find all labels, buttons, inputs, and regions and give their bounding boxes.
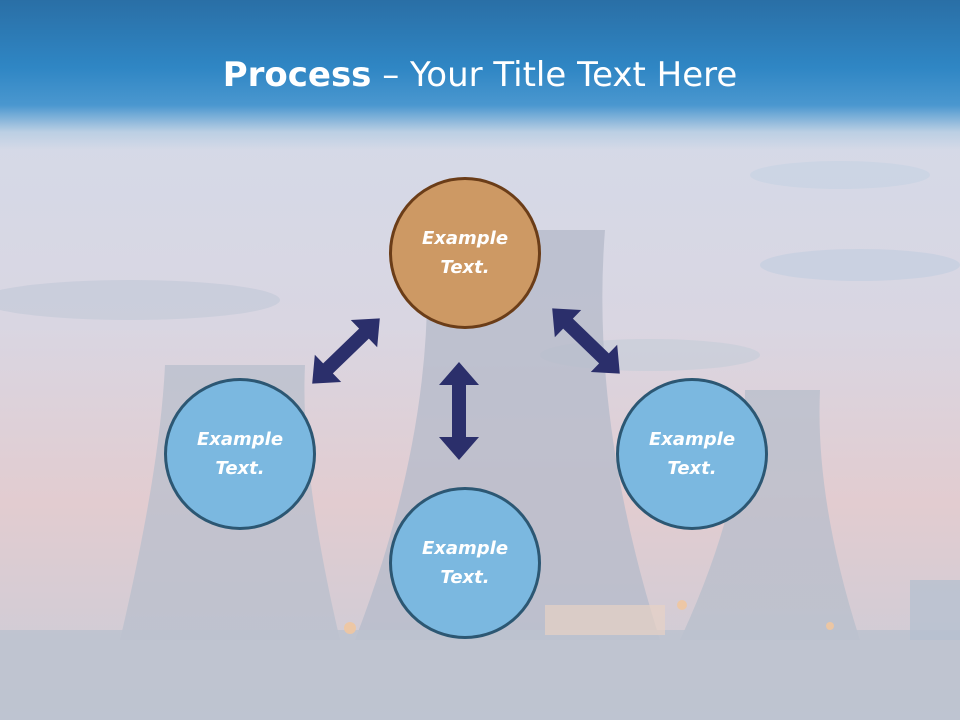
node-left[interactable]: Example Text.: [164, 378, 316, 530]
node-bottom-line2: Text.: [440, 567, 490, 588]
node-left-line1: Example: [196, 429, 284, 450]
title-rest: – Your Title Text Here: [371, 55, 738, 95]
arrow-left-diagonal[interactable]: [299, 305, 393, 398]
node-right[interactable]: Example Text.: [616, 378, 768, 530]
title-bold: Process: [222, 55, 372, 95]
arrow-vertical[interactable]: [439, 362, 479, 460]
arrow-right-diagonal[interactable]: [539, 295, 633, 388]
node-right-line1: Example: [648, 429, 736, 450]
node-top[interactable]: Example Text.: [389, 177, 541, 329]
node-bottom-line1: Example: [421, 538, 509, 559]
node-top-line1: Example: [421, 228, 509, 249]
node-right-line2: Text.: [667, 458, 717, 479]
node-top-line2: Text.: [440, 257, 490, 278]
node-bottom[interactable]: Example Text.: [389, 487, 541, 639]
node-left-line2: Text.: [215, 458, 265, 479]
title-bar: [0, 0, 960, 150]
slide-title[interactable]: Process – Your Title Text Here: [0, 52, 960, 98]
